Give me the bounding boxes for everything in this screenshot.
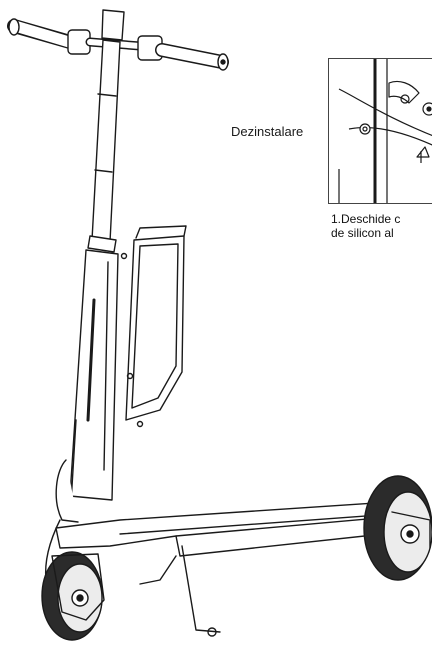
- removal-label: Dezinstalare: [231, 124, 304, 139]
- battery-pack: [120, 225, 187, 428]
- step-caption: 1.Deschide c de silicon al: [331, 212, 432, 240]
- rear-wheel: [363, 475, 432, 581]
- caption-line-2: de silicon al: [331, 226, 394, 240]
- fold-column: [55, 249, 119, 523]
- front-wheel: [41, 519, 105, 641]
- caption-line-1: 1.Deschide c: [331, 212, 401, 226]
- detail-inset: [328, 58, 432, 204]
- steering-stem: [87, 9, 125, 253]
- battery-latch-detail: [338, 59, 432, 203]
- handlebar: [7, 18, 229, 71]
